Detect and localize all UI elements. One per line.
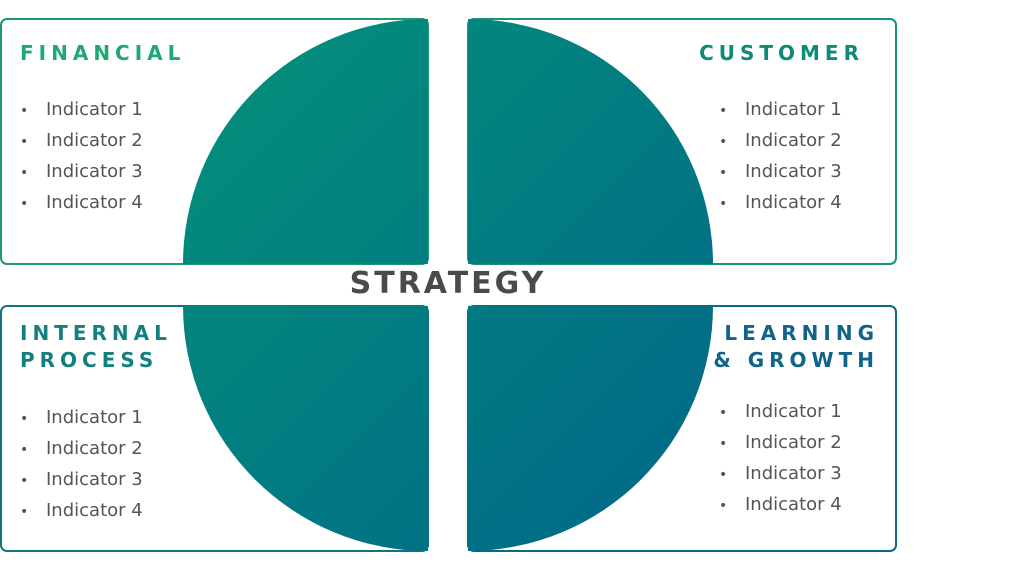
bullet-icon: • (20, 473, 29, 489)
bullet-icon: • (20, 411, 29, 427)
strategy-label: STRATEGY (349, 266, 547, 301)
list-item: •Indicator 4 (20, 187, 143, 218)
list-item: •Indicator 4 (20, 495, 143, 526)
financial-title: FINANCIAL (20, 41, 186, 65)
list-item: •Indicator 1 (719, 396, 842, 427)
list-item: •Indicator 1 (20, 94, 143, 125)
internal-process-title: INTERNAL PROCESS (20, 321, 172, 372)
bullet-icon: • (20, 442, 29, 458)
bullet-icon: • (719, 103, 728, 119)
bullet-icon: • (719, 405, 728, 421)
customer-quarter-circle (468, 19, 713, 264)
bullet-icon: • (719, 436, 728, 452)
bullet-icon: • (20, 134, 29, 150)
list-item: •Indicator 3 (20, 156, 143, 187)
learning-growth-quarter-circle (468, 306, 713, 551)
internal-process-indicator-list: •Indicator 1 •Indicator 2 •Indicator 3 •… (20, 402, 143, 526)
list-item: •Indicator 2 (20, 433, 143, 464)
bullet-icon: • (719, 196, 728, 212)
financial-quarter-circle (183, 19, 428, 264)
list-item: •Indicator 2 (20, 125, 143, 156)
list-item: •Indicator 4 (719, 187, 842, 218)
list-item: •Indicator 4 (719, 489, 842, 520)
bullet-icon: • (719, 467, 728, 483)
internal-process-quarter-circle (183, 306, 428, 551)
bullet-icon: • (719, 498, 728, 514)
bullet-icon: • (20, 103, 29, 119)
list-item: •Indicator 3 (719, 156, 842, 187)
list-item: •Indicator 3 (719, 458, 842, 489)
bullet-icon: • (20, 196, 29, 212)
customer-title: CUSTOMER (699, 41, 864, 65)
list-item: •Indicator 3 (20, 464, 143, 495)
bullet-icon: • (20, 504, 29, 520)
learning-growth-indicator-list: •Indicator 1 •Indicator 2 •Indicator 3 •… (719, 396, 842, 520)
bullet-icon: • (719, 165, 728, 181)
list-item: •Indicator 2 (719, 427, 842, 458)
customer-indicator-list: •Indicator 1 •Indicator 2 •Indicator 3 •… (719, 94, 842, 218)
list-item: •Indicator 1 (719, 94, 842, 125)
bullet-icon: • (719, 134, 728, 150)
learning-growth-title: LEARNING & GROWTH (713, 321, 879, 372)
bullet-icon: • (20, 165, 29, 181)
list-item: •Indicator 2 (719, 125, 842, 156)
list-item: •Indicator 1 (20, 402, 143, 433)
financial-indicator-list: •Indicator 1 •Indicator 2 •Indicator 3 •… (20, 94, 143, 218)
